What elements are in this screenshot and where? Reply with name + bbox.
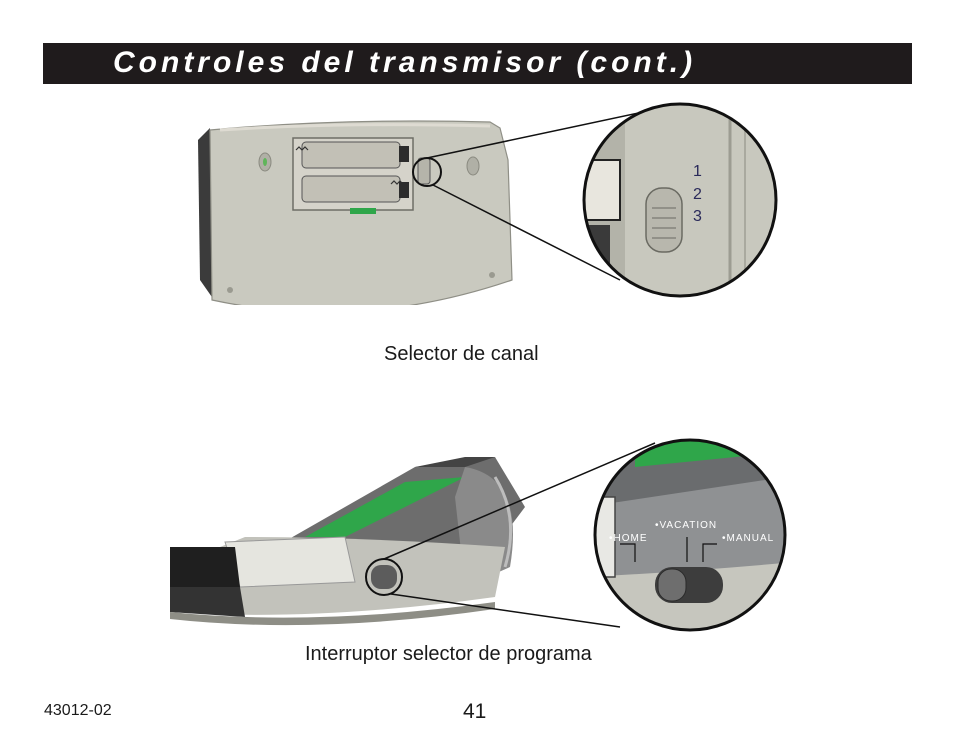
channel-label-3: 3 <box>693 208 702 225</box>
green-tab <box>350 208 376 214</box>
device-side-panel <box>224 536 356 588</box>
channel-label-1: 1 <box>693 163 702 180</box>
channel-label-2: 2 <box>693 186 702 203</box>
title-bar: Controles del transmisor (cont.) <box>43 43 912 84</box>
battery-icon-2 <box>301 175 401 203</box>
transmitter-side-illustration: •HOME •VACATION •MANUAL <box>170 438 787 632</box>
screw-hole-right <box>466 156 480 176</box>
magnifier-ring <box>582 102 778 298</box>
channel-slider-icon <box>645 187 683 253</box>
switch-label-vacation: •VACATION <box>655 520 717 531</box>
page-number: 41 <box>463 700 487 723</box>
switch-label-home: •HOME <box>609 533 648 544</box>
battery-icon <box>301 141 401 169</box>
channel-selector-caption: Selector de canal <box>384 343 539 365</box>
channel-selector-figure: 1 2 3 <box>190 100 790 313</box>
program-switch-small <box>371 565 397 589</box>
device-screen-green <box>305 477 465 537</box>
device-end-cap <box>170 547 240 587</box>
transmitter-back-illustration: 1 2 3 <box>198 102 778 313</box>
document-code: 43012-02 <box>44 702 112 719</box>
page-title: Controles del transmisor (cont.) <box>113 46 697 79</box>
program-switch-icon <box>657 568 687 602</box>
program-switch-figure: •HOME •VACATION •MANUAL <box>165 437 795 637</box>
channel-switch-small <box>417 157 431 185</box>
program-switch-caption: Interruptor selector de programa <box>305 643 592 665</box>
magnifier-ring-2 <box>593 438 787 632</box>
switch-label-manual: •MANUAL <box>722 533 774 544</box>
